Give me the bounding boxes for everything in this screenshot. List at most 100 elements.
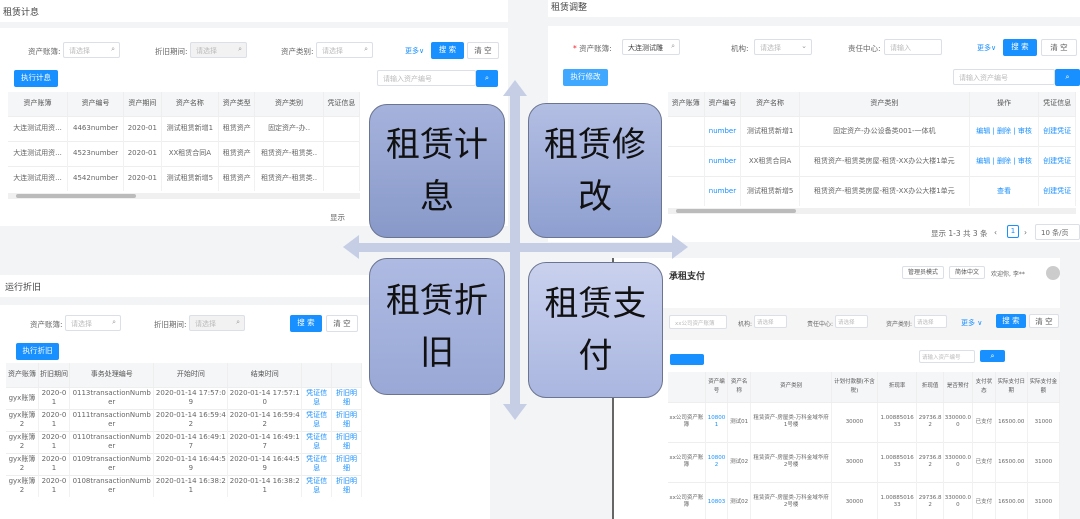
- responsibility-center-select[interactable]: 请选择: [835, 315, 868, 328]
- more-toggle[interactable]: 更多∨: [977, 44, 997, 52]
- table-cell[interactable]: number: [704, 145, 742, 176]
- column-header[interactable]: 实际支付金额: [1027, 372, 1060, 402]
- asset-search-icon-button[interactable]: ⌕: [476, 70, 498, 87]
- more-toggle[interactable]: 更多 ∨: [961, 319, 983, 327]
- column-header[interactable]: 计划付款额(不含税): [831, 372, 878, 402]
- asset-category-select[interactable]: 请选择: [914, 315, 947, 328]
- search-button[interactable]: 搜 索: [1003, 39, 1037, 56]
- page-size-select[interactable]: 10 条/页: [1035, 224, 1080, 240]
- admin-mode-button[interactable]: 管理员模式: [902, 266, 944, 279]
- column-header[interactable]: 操作: [969, 92, 1040, 116]
- column-header[interactable]: 资产名称: [740, 92, 800, 116]
- table-cell[interactable]: 凭证信息: [301, 474, 333, 497]
- column-header[interactable]: 资产类别: [254, 92, 324, 116]
- asset-search-icon-button[interactable]: ⌕: [1055, 69, 1080, 86]
- table-cell[interactable]: number: [704, 175, 742, 206]
- column-header[interactable]: 结束时间: [227, 363, 303, 387]
- column-header[interactable]: 资产期间: [123, 92, 162, 116]
- column-header[interactable]: 资产名称: [727, 372, 751, 402]
- table-cell[interactable]: 凭证信息: [301, 386, 333, 409]
- page-1-button[interactable]: 1: [1007, 225, 1019, 238]
- asset-book-input[interactable]: 大连测试雕⌕: [622, 39, 680, 55]
- column-header[interactable]: 折现率: [877, 372, 918, 402]
- search-button[interactable]: 搜 索: [431, 42, 464, 59]
- column-header[interactable]: 支付状态: [972, 372, 996, 402]
- asset-book-input[interactable]: 请选择⌕: [65, 315, 121, 331]
- asset-number-search-input[interactable]: 请输入资产编号: [377, 70, 476, 86]
- table-cell[interactable]: 108002: [705, 441, 729, 482]
- column-header[interactable]: 凭证信息: [323, 92, 361, 116]
- clear-button[interactable]: 清 空: [1029, 314, 1059, 328]
- column-header[interactable]: 资产名称: [161, 92, 220, 116]
- org-select[interactable]: 请选择⌄: [754, 39, 812, 55]
- clear-button[interactable]: 清 空: [326, 315, 358, 332]
- horizontal-scrollbar[interactable]: [8, 193, 360, 199]
- action-button[interactable]: [670, 354, 704, 365]
- asset-search-icon-button[interactable]: ⌕: [980, 350, 1005, 362]
- table-cell[interactable]: 创建凭证: [1038, 175, 1076, 206]
- execute-interest-button[interactable]: 执行计息: [14, 70, 58, 87]
- prev-page-icon[interactable]: ‹: [994, 228, 997, 237]
- table-cell[interactable]: 编辑 | 删除 | 审核: [969, 115, 1040, 146]
- table-cell[interactable]: 10803: [705, 481, 729, 519]
- column-header[interactable]: [668, 372, 706, 402]
- search-button[interactable]: 搜 索: [996, 314, 1026, 328]
- table-cell[interactable]: 折旧明细: [331, 452, 362, 475]
- table-cell[interactable]: 凭证信息: [301, 452, 333, 475]
- table-cell[interactable]: 折旧明细: [331, 408, 362, 431]
- search-button[interactable]: 搜 索: [290, 315, 322, 332]
- column-header[interactable]: 资产类别: [750, 372, 833, 402]
- next-page-icon[interactable]: ›: [1024, 228, 1027, 237]
- clear-button[interactable]: 清 空: [1041, 39, 1077, 56]
- responsibility-center-input[interactable]: 请输入: [884, 39, 942, 55]
- table-cell[interactable]: 编辑 | 删除 | 审核: [969, 145, 1040, 176]
- depr-period-input[interactable]: 请选择⌕: [190, 42, 247, 58]
- table-cell[interactable]: 查看: [969, 175, 1040, 206]
- table-cell[interactable]: 折旧明细: [331, 430, 362, 453]
- column-header[interactable]: 资产编号: [705, 372, 729, 402]
- more-toggle[interactable]: 更多∨: [405, 47, 425, 55]
- depr-period-input[interactable]: 请选择⌕: [189, 315, 245, 331]
- column-header[interactable]: 是否预付: [943, 372, 974, 402]
- column-header[interactable]: 资产类别: [799, 92, 970, 116]
- column-header[interactable]: 开始时间: [153, 363, 229, 387]
- column-header[interactable]: 凭证信息: [1038, 92, 1076, 116]
- language-button[interactable]: 简体中文: [949, 266, 985, 279]
- table-cell[interactable]: 凭证信息: [301, 408, 333, 431]
- column-header[interactable]: 资产账簿: [8, 92, 69, 116]
- column-header[interactable]: [301, 363, 333, 387]
- asset-book-input[interactable]: 请选择⌕: [63, 42, 120, 58]
- table-cell[interactable]: 创建凭证: [1038, 115, 1076, 146]
- column-header[interactable]: 事务处理编号: [69, 363, 155, 387]
- table-cell[interactable]: 折旧明细: [331, 386, 362, 409]
- column-header[interactable]: [331, 363, 362, 387]
- column-header[interactable]: 资产账簿: [668, 92, 705, 116]
- asset-book-input[interactable]: xx公司资产账簿: [669, 315, 727, 329]
- table-cell[interactable]: 凭证信息: [301, 430, 333, 453]
- column-header[interactable]: 资产编号: [704, 92, 742, 116]
- column-header[interactable]: 实际支付日期: [995, 372, 1028, 402]
- asset-category-input[interactable]: 请选择⌕: [316, 42, 373, 58]
- execute-modify-button[interactable]: 执行修改: [563, 69, 608, 86]
- column-header[interactable]: 折旧期间: [38, 363, 71, 387]
- column-header[interactable]: 折现值: [916, 372, 944, 402]
- avatar[interactable]: [1046, 266, 1060, 280]
- clear-button[interactable]: 清 空: [467, 42, 499, 59]
- horizontal-scrollbar[interactable]: [668, 208, 1076, 214]
- table-cell[interactable]: 创建凭证: [1038, 145, 1076, 176]
- asset-number-search-input[interactable]: 请输入资产编号: [919, 350, 975, 363]
- execute-depreciation-button[interactable]: 执行折旧: [16, 343, 59, 360]
